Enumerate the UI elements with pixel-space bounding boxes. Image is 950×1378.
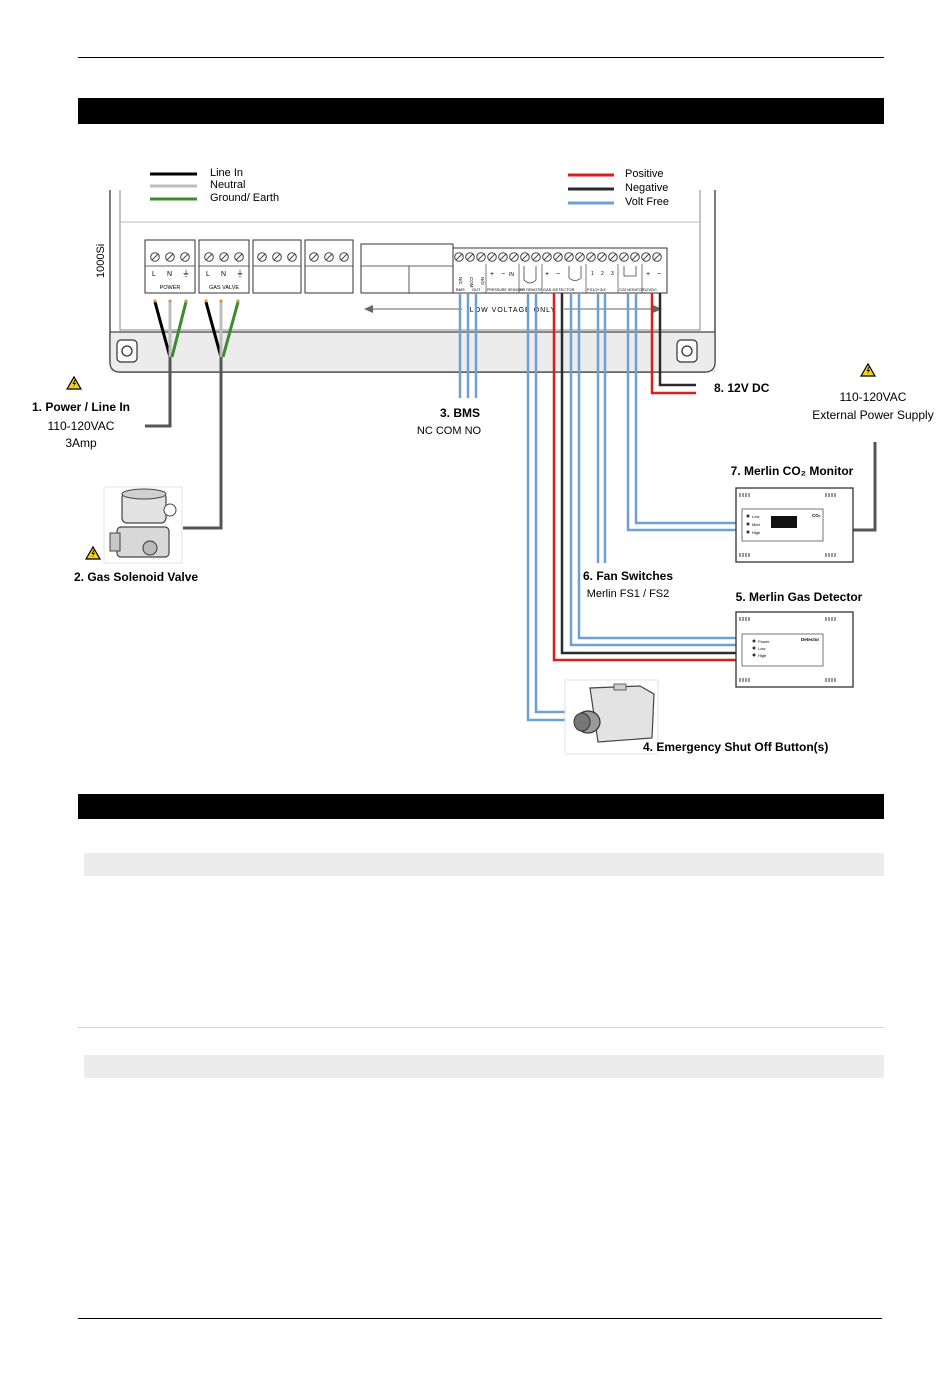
- legend-signal-colors: Positive Negative Volt Free: [568, 168, 669, 208]
- header-rule: [78, 57, 884, 58]
- detector-led-label: High: [758, 653, 766, 658]
- polarity-label: −: [556, 271, 560, 278]
- table-divider: [78, 1027, 884, 1028]
- warning-icon: [860, 363, 876, 377]
- bms-contacts: NC COM NO: [417, 425, 482, 437]
- legend-wire-colors: Line In Neutral Ground/ Earth: [150, 167, 279, 204]
- polarity-label: +: [646, 271, 650, 278]
- external-supply-wiring: [853, 442, 877, 532]
- external-voltage: 110-120VAC: [840, 390, 907, 404]
- legend-negative: Negative: [625, 182, 668, 194]
- terminal-letter: L: [152, 271, 156, 278]
- low-voltage-label: LOW VOLTAGE ONLY: [470, 307, 556, 314]
- co2-led-label: High: [752, 530, 760, 535]
- co2-brand: CO₂: [812, 513, 821, 518]
- valve-title: 2. Gas Solenoid Valve: [74, 570, 198, 584]
- lv-group-label: GAS DETECTOR: [543, 287, 575, 292]
- footer-rule: [78, 1318, 882, 1319]
- legend-line-in: Line In: [210, 167, 243, 179]
- polarity-label: 2: [601, 271, 604, 277]
- dc-title: 8. 12V DC: [714, 381, 770, 395]
- power-amp: 3Amp: [65, 436, 97, 450]
- table-row-shade-1: [84, 853, 884, 876]
- emergency-button-wiring: [526, 293, 578, 722]
- co2-title: 7. Merlin CO₂ Monitor: [731, 464, 854, 478]
- co2-monitor-device: Low Med High CO₂: [735, 487, 854, 563]
- detector-led-label: Power: [758, 639, 770, 644]
- detector-led-label: Low: [758, 646, 765, 651]
- table-row-shade-2: [84, 1055, 884, 1078]
- polarity-label: +: [545, 271, 549, 278]
- terminal-block-spare: [252, 239, 454, 294]
- gas-solenoid-valve-image: [103, 486, 183, 564]
- section-bar-top: [78, 98, 884, 124]
- external-supply-label: External Power Supply: [812, 408, 933, 422]
- terminal-group-label: POWER: [160, 285, 181, 291]
- warning-icon: [66, 376, 82, 390]
- low-voltage-terminal-strip: N/C COM N/O + − IN + − 1 2 3 + − BMS OUT…: [452, 247, 668, 294]
- terminal-letter: N: [221, 271, 226, 278]
- control-panel-enclosure: [109, 190, 716, 373]
- polarity-label: −: [657, 271, 661, 278]
- lv-small-label: COM: [469, 277, 474, 288]
- lv-group-label: CO2 MONITOR: [619, 288, 645, 292]
- terminal-letter: L: [206, 271, 210, 278]
- lv-small-label: N/C: [458, 277, 463, 286]
- button-title: 4. Emergency Shut Off Button(s): [643, 740, 828, 754]
- co2-led-label: Med: [752, 522, 760, 527]
- detector-brand: Detector: [801, 637, 820, 642]
- polarity-label: +: [490, 271, 494, 278]
- fan-switch-wiring: [596, 293, 607, 563]
- lv-group-label: OR REMOTE: [520, 288, 542, 292]
- power-title: 1. Power / Line In: [32, 400, 130, 414]
- low-voltage-arrow: LOW VOLTAGE ONLY: [364, 303, 662, 315]
- polarity-label: −: [501, 271, 505, 278]
- dc-wiring: [650, 293, 696, 395]
- earth-symbol-icon: ⏚: [182, 269, 190, 278]
- polarity-label: 3: [611, 271, 614, 277]
- lv-group-label: 12VDC: [644, 287, 657, 292]
- power-wiring: [145, 299, 240, 530]
- detector-title: 5. Merlin Gas Detector: [736, 590, 863, 604]
- fans-sub: Merlin FS1 / FS2: [587, 588, 670, 600]
- earth-symbol-icon: ⏚: [236, 269, 244, 278]
- terminal-letter: N: [167, 271, 172, 278]
- lv-group-label: FS1/2+3/4: [587, 287, 606, 292]
- legend-earth: Ground/ Earth: [210, 192, 279, 204]
- power-voltage: 110-120VAC: [48, 419, 115, 433]
- terminal-block-gas-valve: L N ⏚ GAS VALVE: [198, 239, 250, 294]
- legend-neutral: Neutral: [210, 179, 245, 191]
- panel-model: 1000Si: [95, 244, 107, 278]
- co2-monitor-wiring: [626, 293, 736, 532]
- legend-positive: Positive: [625, 168, 664, 180]
- co2-led-label: Low: [752, 514, 759, 519]
- warning-icon: [85, 546, 101, 560]
- gas-detector-wiring: [552, 293, 736, 662]
- bms-title: 3. BMS: [440, 406, 480, 420]
- gas-detector-device: Power Low High Detector: [735, 611, 854, 688]
- bms-wiring: [458, 293, 478, 398]
- lv-group-label: OUT: [472, 287, 481, 292]
- legend-volt-free: Volt Free: [625, 196, 669, 208]
- polarity-label: 1: [591, 271, 594, 277]
- lv-small-label: N/O: [480, 277, 485, 286]
- fans-title: 6. Fan Switches: [583, 569, 673, 583]
- polarity-label: IN: [509, 272, 514, 278]
- section-bar-bottom: [78, 794, 884, 819]
- lv-group-label: PRESSURE SENSOR: [487, 288, 523, 292]
- terminal-group-label: GAS VALVE: [209, 285, 239, 291]
- emergency-button-image: [564, 679, 659, 755]
- terminal-block-power: L N ⏚ POWER: [144, 239, 196, 294]
- lv-group-label: BMS: [456, 287, 465, 292]
